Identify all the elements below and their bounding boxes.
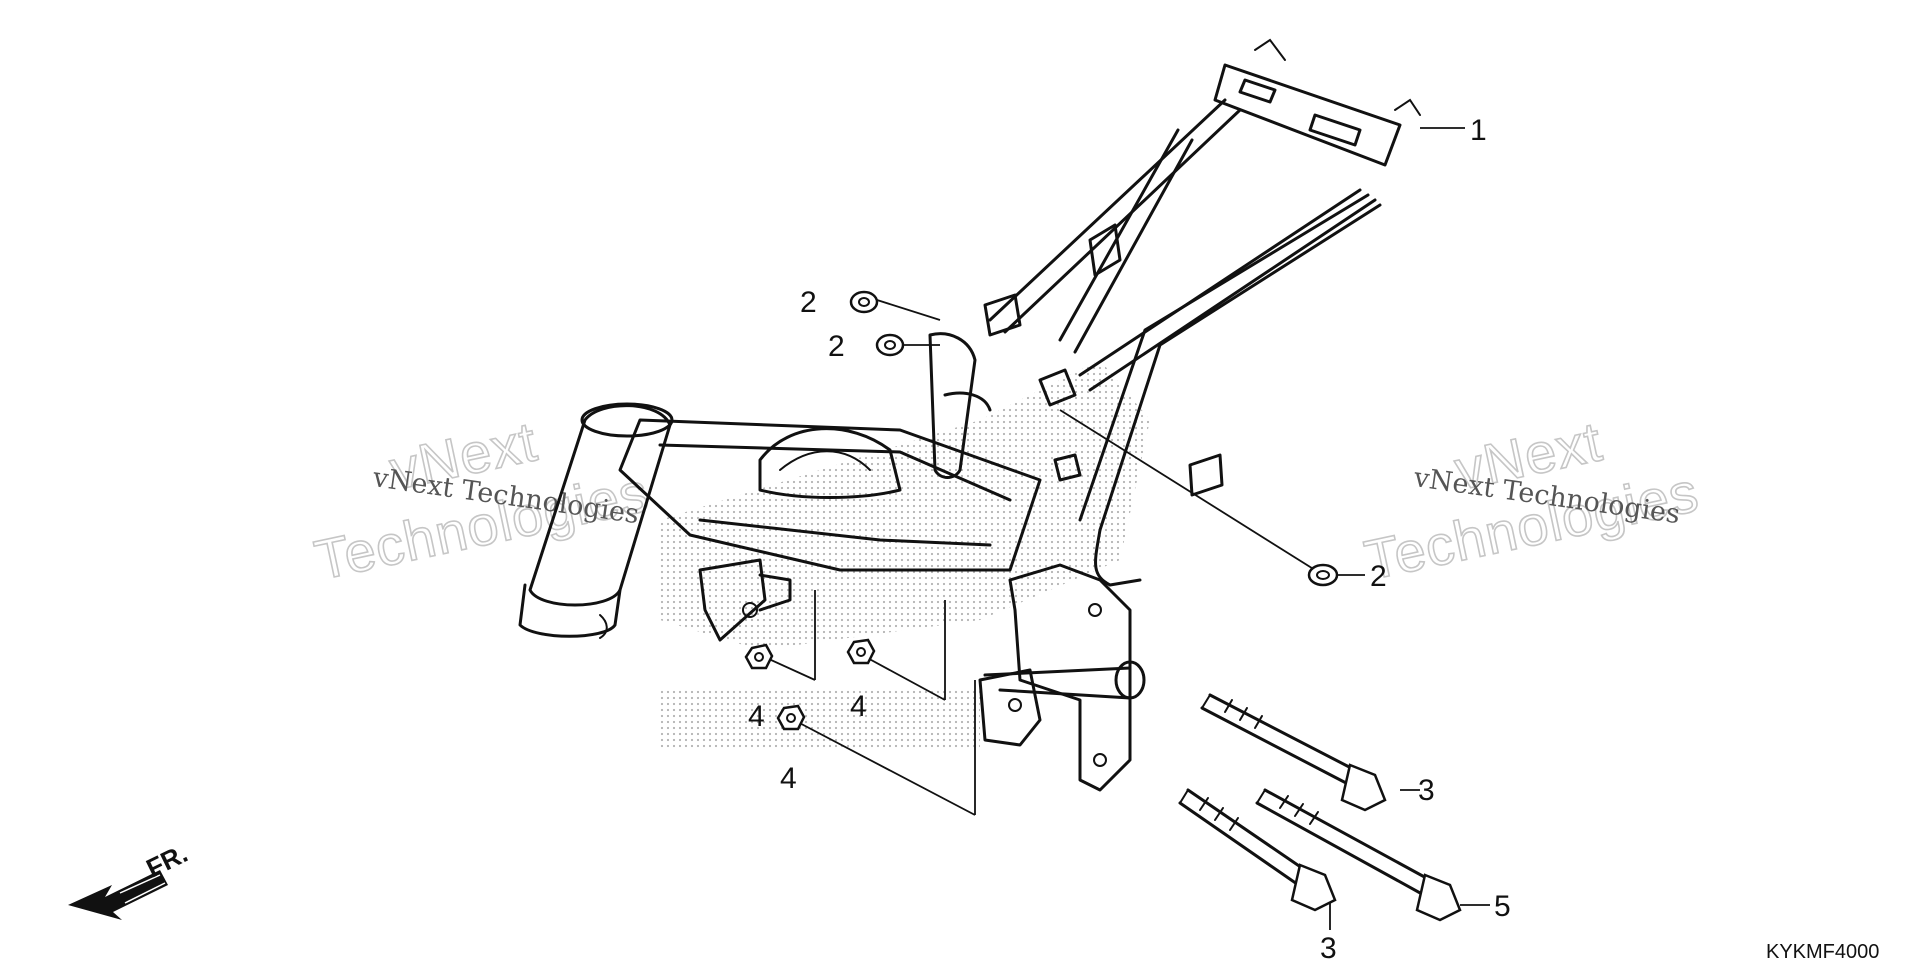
bolt-3-lower (1178, 788, 1337, 912)
callout-3-lower: 3 (1320, 932, 1337, 960)
callout-5: 5 (1494, 890, 1511, 923)
front-direction-arrow: FR. (68, 838, 192, 920)
callout-2-middle: 2 (828, 330, 845, 363)
washer-2-right (1307, 563, 1339, 587)
nut-4-middle (846, 638, 876, 665)
bolt-3-upper (1200, 693, 1387, 812)
callout-4-lower: 4 (780, 762, 797, 795)
callout-2-upper: 2 (800, 286, 817, 319)
leader-lines (759, 127, 1490, 930)
washer-2-middle (875, 333, 905, 357)
callout-4-left: 4 (748, 700, 765, 733)
nut-4-lower (776, 704, 806, 731)
callout-1: 1 (1470, 114, 1487, 147)
callout-3-upper: 3 (1418, 774, 1435, 807)
diagram-code: KYKMF4000 (1766, 941, 1879, 960)
callout-4-middle: 4 (850, 690, 867, 723)
main-frame (518, 38, 1421, 792)
callout-2-right: 2 (1370, 560, 1387, 593)
watermark-dot-fields (660, 360, 1150, 750)
washer-2-upper (849, 290, 879, 314)
nut-4-left (744, 643, 774, 670)
bolt-5 (1255, 788, 1462, 922)
callout-labels: 1 2 2 2 4 4 4 3 3 5 (748, 114, 1511, 960)
